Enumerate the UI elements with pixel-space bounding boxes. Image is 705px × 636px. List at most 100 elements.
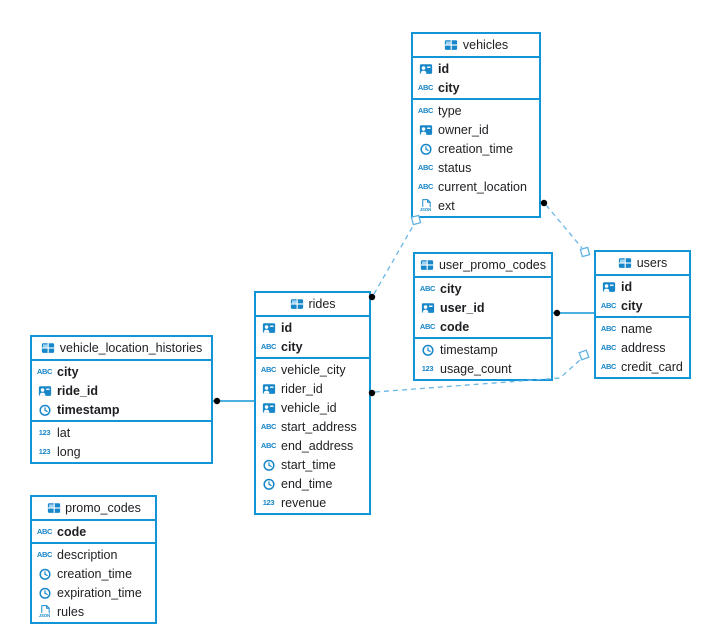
field-label: timestamp [57, 402, 120, 417]
field-vehicle_location_histories-timestamp[interactable]: timestamp [32, 400, 211, 419]
field-label: city [57, 364, 79, 379]
id-badge-icon [37, 384, 52, 398]
id-badge-icon [261, 321, 276, 335]
table-title: vehicles [462, 38, 509, 52]
json-document-icon: JSON [37, 604, 52, 619]
field-label: ext [438, 198, 455, 213]
field-user_promo_codes-user_id[interactable]: user_id [415, 298, 551, 317]
abc-text-type-icon: ABC [417, 105, 434, 115]
field-promo_codes-rules[interactable]: JSON rules [32, 602, 155, 621]
field-label: long [57, 444, 81, 459]
field-rides-vehicle_id[interactable]: vehicle_id [256, 398, 369, 417]
table-grid-icon [46, 501, 61, 515]
abc-text-type-icon: ABC [600, 361, 617, 371]
field-rides-id[interactable]: id [256, 318, 369, 337]
table-header-vehicle_location_histories[interactable]: vehicle_location_histories [32, 337, 211, 359]
field-label: city [621, 298, 643, 313]
field-label: end_address [281, 438, 354, 453]
field-vehicles-owner_id[interactable]: owner_id [413, 120, 539, 139]
table-header-user_promo_codes[interactable]: user_promo_codes [415, 254, 551, 276]
field-label: rules [57, 604, 85, 619]
field-users-credit_card[interactable]: ABC credit_card [596, 357, 689, 376]
field-rides-end_time[interactable]: end_time [256, 474, 369, 493]
abc-text-type-icon: ABC [417, 162, 434, 172]
field-rides-end_address[interactable]: ABC end_address [256, 436, 369, 455]
abc-text-type-icon: ABC [600, 323, 617, 333]
datetime-clock-icon [261, 477, 276, 491]
number-123-type-icon: 123 [262, 497, 275, 507]
table-header-users[interactable]: users [596, 252, 689, 274]
table-title: promo_codes [65, 501, 141, 515]
number-123-type-icon: 123 [38, 427, 51, 437]
table-grid-icon [41, 341, 56, 355]
id-badge-icon [418, 62, 433, 76]
abc-text-type-icon: ABC [260, 440, 277, 450]
datetime-clock-icon [37, 586, 52, 600]
datetime-clock-icon [37, 403, 52, 417]
id-badge-icon [261, 382, 276, 396]
field-label: credit_card [621, 359, 683, 374]
field-label: usage_count [440, 361, 512, 376]
field-rides-rider_id[interactable]: rider_id [256, 379, 369, 398]
table-header-rides[interactable]: rides [256, 293, 369, 315]
id-badge-icon [601, 280, 616, 294]
field-users-id[interactable]: id [596, 277, 689, 296]
table-title: users [636, 256, 668, 270]
id-badge-icon [420, 301, 435, 315]
field-label: creation_time [438, 141, 514, 156]
table-header-vehicles[interactable]: vehicles [413, 34, 539, 56]
field-label: timestamp [440, 342, 498, 357]
field-label: vehicle_city [281, 362, 346, 377]
svg-text:JSON: JSON [419, 207, 430, 212]
field-vehicle_location_histories-ride_id[interactable]: ride_id [32, 381, 211, 400]
field-vehicles-creation_time[interactable]: creation_time [413, 139, 539, 158]
field-vehicles-ext[interactable]: JSON ext [413, 196, 539, 215]
field-label: code [440, 319, 470, 334]
svg-text:JSON: JSON [38, 613, 49, 618]
table-grid-icon [289, 297, 304, 311]
field-label: creation_time [57, 566, 133, 581]
field-promo_codes-expiration_time[interactable]: expiration_time [32, 583, 155, 602]
field-vehicles-id[interactable]: id [413, 59, 539, 78]
table-header-promo_codes[interactable]: promo_codes [32, 497, 155, 519]
field-label: id [438, 61, 450, 76]
json-document-icon: JSON [418, 198, 433, 213]
datetime-clock-icon [37, 567, 52, 581]
field-user_promo_codes-timestamp[interactable]: timestamp [415, 340, 551, 359]
field-label: user_id [440, 300, 485, 315]
field-rides-start_time[interactable]: start_time [256, 455, 369, 474]
field-promo_codes-creation_time[interactable]: creation_time [32, 564, 155, 583]
field-label: city [438, 80, 460, 95]
